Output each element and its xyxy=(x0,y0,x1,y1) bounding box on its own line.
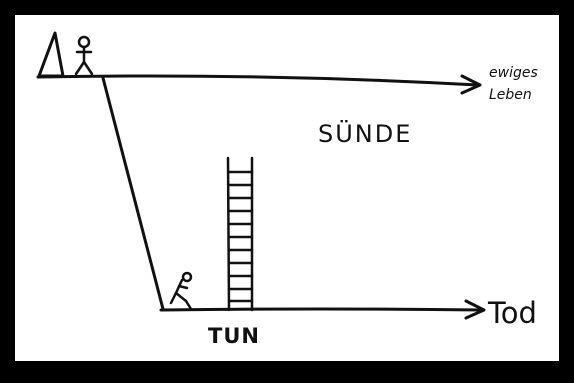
stick-figure-icon xyxy=(74,35,94,76)
slope-line xyxy=(101,76,165,311)
kneeling-figure-icon xyxy=(169,271,193,311)
bottom-line xyxy=(159,307,484,312)
label-death: Tod xyxy=(487,296,537,330)
bottom-arrowhead xyxy=(464,299,486,320)
top-arrowhead xyxy=(460,74,482,95)
label-eternal-life-line1: ewiges xyxy=(489,65,538,81)
label-doing: TUN xyxy=(208,324,260,348)
label-sin: SÜNDE xyxy=(318,119,412,148)
ladder-icon xyxy=(226,156,254,312)
top-line xyxy=(36,74,480,87)
label-eternal-life-line2: Leben xyxy=(489,87,532,103)
